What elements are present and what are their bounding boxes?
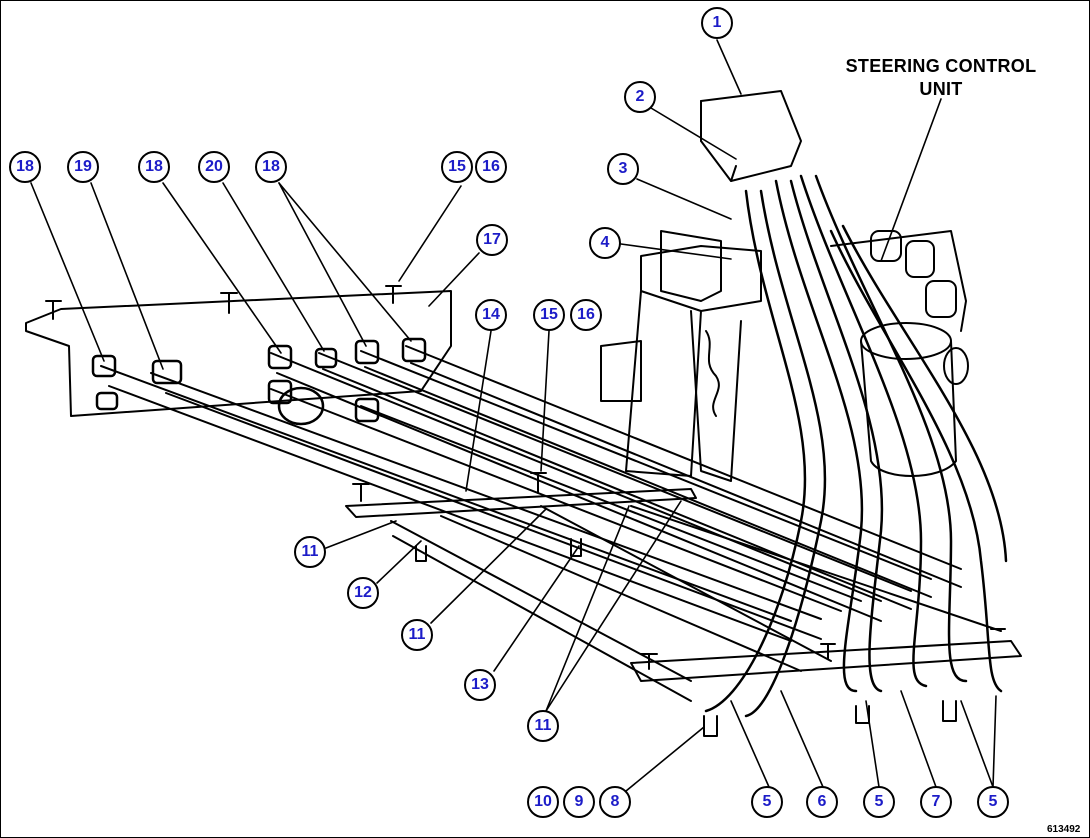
callout-12: 12 <box>347 577 379 609</box>
hose-e <box>360 350 932 580</box>
callout-18b: 18 <box>138 151 170 183</box>
front-bracket-plate <box>345 488 697 518</box>
valve-hoses <box>704 174 1008 718</box>
callout-19: 19 <box>67 151 99 183</box>
callout-16a: 16 <box>475 151 507 183</box>
callout-2: 2 <box>624 81 656 113</box>
hose-d <box>318 352 912 592</box>
callout-11a: 11 <box>294 536 326 568</box>
hose-a-edge <box>108 385 792 642</box>
hose-c <box>270 352 882 602</box>
rear-mounting-plate <box>25 290 452 417</box>
plate-bolts <box>45 285 1006 737</box>
callout-11c: 11 <box>527 710 559 742</box>
callout-18a: 18 <box>9 151 41 183</box>
hose-b <box>150 372 822 620</box>
callout-16b: 16 <box>570 299 602 331</box>
callout-20: 20 <box>198 151 230 183</box>
callout-8: 8 <box>599 786 631 818</box>
unit-label-line1: STEERING CONTROL <box>845 56 1037 76</box>
unit-label-line2: UNIT <box>919 79 963 99</box>
lower-plate <box>630 640 1022 682</box>
figure-number: 613492 <box>1047 824 1081 835</box>
callout-5b: 5 <box>863 786 895 818</box>
callout-15b: 15 <box>533 299 565 331</box>
steering-control-unit-label: STEERING CONTROL UNIT <box>821 55 1061 101</box>
callout-13: 13 <box>464 669 496 701</box>
callout-7: 7 <box>920 786 952 818</box>
callout-6: 6 <box>806 786 838 818</box>
callout-10: 10 <box>527 786 559 818</box>
hose-f <box>405 345 962 570</box>
hose-h <box>360 405 862 602</box>
callout-18c: 18 <box>255 151 287 183</box>
callout-14: 14 <box>475 299 507 331</box>
left-hose-group <box>100 345 962 642</box>
callout-5a: 5 <box>751 786 783 818</box>
callout-3: 3 <box>607 153 639 185</box>
callout-11b: 11 <box>401 619 433 651</box>
callout-1: 1 <box>701 7 733 39</box>
hose-end-fittings <box>91 337 427 426</box>
callout-4: 4 <box>589 227 621 259</box>
hose-d-edge <box>322 368 912 610</box>
callout-9: 9 <box>563 786 595 818</box>
callout-17: 17 <box>476 224 508 256</box>
callout-5c: 5 <box>977 786 1009 818</box>
leader-lines <box>30 39 997 792</box>
hose-g <box>270 388 842 612</box>
valve-assembly <box>600 90 802 482</box>
hose-e-edge <box>364 366 932 598</box>
callout-15a: 15 <box>441 151 473 183</box>
steering-control-unit-body <box>830 230 969 477</box>
